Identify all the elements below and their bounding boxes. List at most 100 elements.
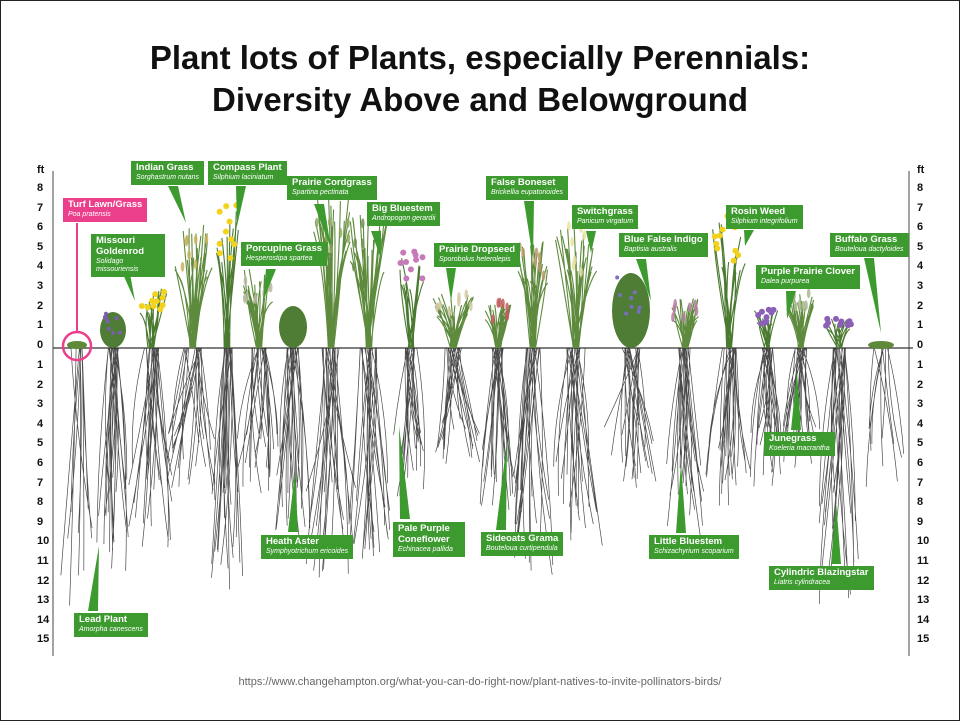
plant-flower (629, 296, 633, 300)
plant-flower (403, 275, 409, 281)
label-turf-lawn: Turf Lawn/GrassPoa pratensis (63, 198, 147, 222)
plant-flower (712, 233, 718, 239)
plant-flower (732, 248, 738, 254)
source-url[interactable]: https://www.changehampton.org/what-you-c… (1, 676, 959, 688)
plant-flower (152, 291, 158, 297)
right-axis-above: 876543210 (917, 179, 923, 355)
axis-tick: 10 (37, 532, 49, 552)
plant-flower (419, 275, 425, 281)
right-axis-unit: ft (917, 164, 924, 176)
plant-common-name: Pale Purple Coneflower (398, 524, 460, 546)
label-leader (236, 186, 246, 226)
plant-seedhead (457, 292, 461, 302)
plant-common-name: Missouri Goldenrod (96, 236, 160, 258)
plant-common-name: Junegrass (769, 434, 830, 445)
plant-scientific-name: Bouteloua curtipendula (486, 545, 558, 553)
plant-scientific-name: Sorghastrum nutans (136, 174, 199, 182)
axis-tick: 15 (37, 630, 49, 650)
plant-flower (104, 312, 108, 316)
plant-seedhead (361, 218, 365, 228)
plant-flower (714, 246, 720, 252)
plant-flower (107, 327, 111, 331)
plant-scientific-name: Bouteloua dactyloides (835, 246, 904, 254)
plant-flower (717, 233, 723, 239)
axis-tick: 2 (917, 376, 929, 396)
plant-flower (615, 275, 619, 279)
axis-tick: 0 (917, 336, 923, 356)
plant-seedhead (352, 261, 356, 271)
plant-seedhead (254, 294, 258, 304)
label-sideoats-grama: Sideoats GramaBouteloua curtipendula (481, 532, 563, 556)
plant-seedhead (501, 299, 505, 309)
axis-tick: 13 (917, 591, 929, 611)
plant-seedhead (572, 261, 576, 271)
axis-tick: 8 (37, 493, 49, 513)
plant-common-name: False Boneset (491, 178, 563, 189)
axis-tick: 5 (917, 434, 929, 454)
plant-seedhead (807, 288, 811, 298)
plant-seedhead (194, 260, 198, 270)
label-compass-plant: Compass PlantSilphium laciniatum (208, 161, 287, 185)
plant-roots (750, 348, 783, 486)
plant-scientific-name: Andropogon gerardii (372, 215, 435, 223)
axis-tick: 7 (917, 199, 923, 219)
plant-flower (731, 258, 737, 264)
axis-tick: 4 (917, 415, 929, 435)
axis-tick: 12 (37, 572, 49, 592)
label-heath-aster: Heath AsterSymphyotrichum ericoides (261, 535, 353, 559)
plant-common-name: Switchgrass (577, 207, 633, 218)
plant-flower (845, 322, 851, 328)
label-porcupine-grass: Porcupine GrassHesperostipa spartea (241, 242, 327, 266)
plant-flower (637, 310, 641, 314)
label-indian-grass: Indian GrassSorghastrum nutans (131, 161, 204, 185)
label-leader (496, 441, 507, 530)
left-axis-unit: ft (37, 164, 44, 176)
plant-flower (118, 331, 122, 335)
plant-common-name: Rosin Weed (731, 207, 798, 218)
plant-seedhead (804, 300, 808, 310)
plant-scientific-name: Baptisia australis (624, 246, 703, 254)
plant-roots (604, 348, 656, 488)
axis-tick: 8 (917, 493, 929, 513)
label-blue-false-indigo: Blue False IndigoBaptisia australis (619, 233, 708, 257)
axis-tick: 4 (37, 257, 43, 277)
label-little-bluestem: Little BluestemSchizachyrium scoparium (649, 535, 739, 559)
axis-tick: 6 (37, 218, 43, 238)
axis-tick: 3 (37, 395, 49, 415)
plant-flower (408, 266, 414, 272)
axis-tick: 1 (37, 356, 49, 376)
axis-tick: 1 (37, 316, 43, 336)
plant-seedhead (187, 250, 191, 260)
axis-tick: 6 (917, 218, 923, 238)
axis-tick: 3 (917, 395, 929, 415)
plant-flower (223, 203, 229, 209)
axis-tick: 10 (917, 532, 929, 552)
plant-flower (217, 241, 223, 247)
axis-tick: 4 (37, 415, 49, 435)
axis-tick: 11 (37, 552, 49, 572)
plant-seedhead (582, 230, 586, 240)
plant-roots (349, 348, 390, 559)
plant-seedhead (244, 276, 248, 286)
axis-tick: 1 (917, 316, 923, 336)
plant-seedhead (671, 312, 675, 322)
axis-tick: 6 (917, 454, 929, 474)
plant-flower (217, 209, 223, 215)
label-purple-prairie-clover: Purple Prairie CloverDalea purpurea (756, 265, 860, 289)
plant-roots (167, 348, 215, 490)
axis-tick: 0 (37, 336, 43, 356)
plant-flower (764, 314, 770, 320)
plant-foliage (67, 341, 87, 349)
plant-flower (154, 298, 160, 304)
plant-scientific-name: Hesperostipa spartea (246, 255, 322, 263)
plant-flower (618, 293, 622, 297)
right-axis-below: 123456789101112131415 (917, 356, 929, 650)
plant-flower (755, 312, 761, 318)
axis-tick: 6 (37, 454, 49, 474)
label-leader (88, 546, 99, 611)
plant-scientific-name: Brickellia eupatorioides (491, 189, 563, 197)
plant-foliage (612, 273, 650, 348)
plant-flower (400, 250, 406, 256)
axis-tick: 5 (37, 434, 49, 454)
label-leader (524, 201, 534, 259)
